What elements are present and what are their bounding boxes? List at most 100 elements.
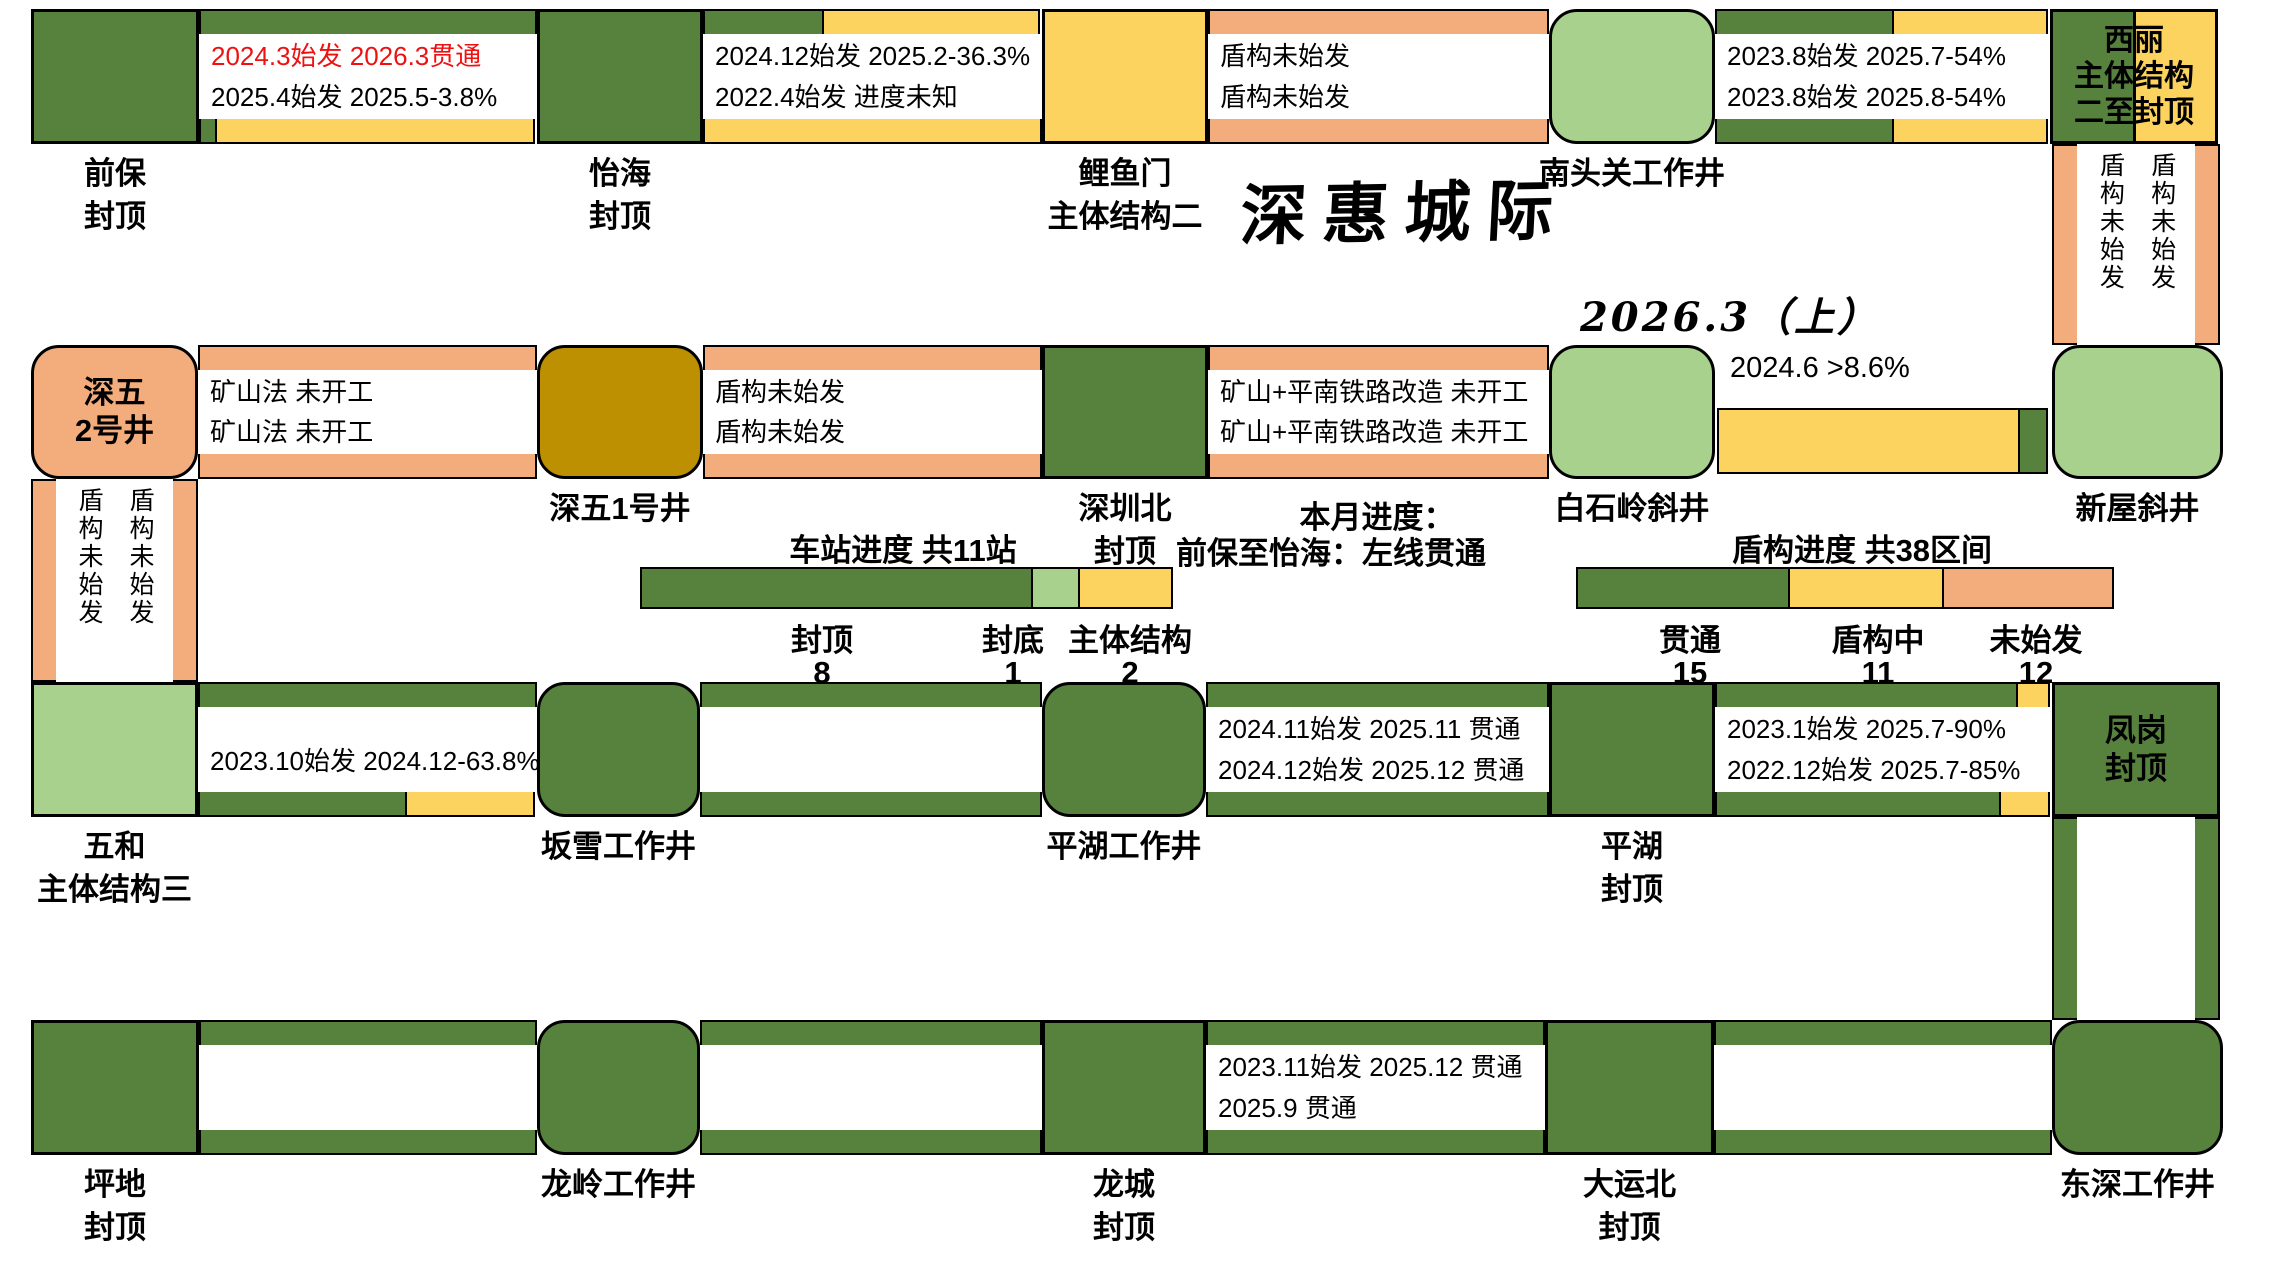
segment-liyumen-nantouguan-top-strip — [1208, 9, 1549, 36]
segment-shenzhenbei-baishiling-bottom-strip-piece — [1208, 452, 1549, 479]
segment-nantouguan-xili-text-line: 2023.8始发 2025.8-54% — [1727, 81, 2006, 112]
node-xinwu-label-line: 新屋斜井 — [2075, 491, 2200, 526]
segment-shenwu1-shenzhenbei-textbox: 盾构未始发盾构未始发 — [703, 370, 1042, 454]
node-qianbao — [31, 9, 199, 144]
legend-shield-progress-item-label: 盾构中 — [1831, 623, 1925, 658]
segment-baishiling-xinwu-bar-piece — [2018, 408, 2048, 474]
node-liyumen-label-line: 鲤鱼门 — [1078, 156, 1172, 191]
segment-longling-longcheng-top-strip-piece — [700, 1020, 1042, 1047]
segment-wuhe-banxue-bottom-strip-piece — [405, 790, 535, 817]
segment-pinghu-shaft-pinghu-text-line: 2024.11始发 2025.11 贯通 — [1218, 714, 1521, 745]
segment-shenzhenbei-baishiling-text-line: 矿山+平南铁路改造 未开工 — [1220, 417, 1529, 447]
segment-yihai-liyumen-bottom-strip — [703, 117, 1042, 144]
node-shenwu1-label-line: 深五1号井 — [549, 491, 691, 526]
segment-banxue-pinghu-shaft-bottom-strip — [700, 790, 1042, 817]
node-pingdi-label-line: 坪地 — [84, 1167, 146, 1202]
node-wuhe-label-line: 五和 — [83, 829, 146, 864]
node-fenggang-inside-line: 封顶 — [2105, 750, 2167, 786]
segment-longcheng-dayunbei-top-strip-piece — [1206, 1020, 1545, 1047]
legend-shield-progress-item-value: 12 — [2018, 655, 2054, 690]
segment-longling-longcheng-top-strip — [700, 1020, 1042, 1047]
node-dongshen-label: 东深工作井 — [1958, 1163, 2281, 1206]
segment-liyumen-nantouguan-bottom-strip-piece — [1208, 117, 1549, 144]
legend-station-progress-item-label: 封顶 — [791, 623, 853, 658]
segment-yihai-liyumen-bottom-strip-piece — [703, 117, 1042, 144]
segment-fenggang-dongshen-left-strip — [2052, 817, 2079, 1020]
node-shenwu2-inside-line: 深五 — [83, 375, 146, 410]
legend-station-progress-title: 车站进度 共11站 — [789, 533, 1017, 568]
segment-wuhe-banxue-bottom-strip — [198, 790, 537, 817]
node-liyumen — [1042, 9, 1208, 144]
node-yihai-label-line: 怡海 — [589, 156, 651, 191]
node-shenwu1 — [537, 345, 703, 479]
node-shenwu2 — [31, 345, 198, 479]
segment-pinghu-shaft-pinghu-top-strip-piece — [1206, 682, 1549, 709]
node-yihai — [537, 9, 703, 144]
node-shenzhenbei-label: 深圳北封顶 — [945, 487, 1305, 573]
segment-xili-xinwu-left-strip — [2052, 144, 2079, 345]
node-fenggang — [2052, 682, 2220, 817]
segment-yihai-liyumen-top-strip-piece — [822, 9, 1040, 36]
segment-wuhe-banxue-top-strip-piece — [198, 682, 537, 709]
legend-station-progress-item-label: 主体结构 — [1068, 623, 1192, 658]
segment-shenwu1-shenzhenbei-top-strip — [703, 345, 1042, 372]
node-pinghu — [1549, 682, 1715, 817]
segment-pinghu-fenggang-text-line: 2023.1始发 2025.7-90% — [1727, 714, 2006, 745]
segment-shenwu2-wuhe-right-strip — [171, 479, 198, 682]
node-shenzhenbei-label-line: 深圳北 — [1078, 491, 1172, 526]
node-yihai-label-line: 封顶 — [589, 199, 651, 234]
node-wuhe-label-line: 主体结构三 — [37, 872, 192, 907]
node-shenwu1-label: 深五1号井 — [440, 487, 800, 530]
node-yihai-label: 怡海封顶 — [440, 152, 800, 238]
segment-pinghu-fenggang-bottom-strip-piece — [1999, 790, 2050, 817]
legend-station-progress-bar-piece — [1078, 567, 1173, 609]
segment-pingdi-longling-top-strip — [199, 1020, 537, 1047]
segment-longcheng-dayunbei-bottom-strip — [1206, 1128, 1545, 1155]
segment-yihai-liyumen-textbox: 2024.12始发 2025.2-36.3%2022.4始发 进度未知 — [703, 34, 1042, 119]
segment-fenggang-dongshen-right-strip — [2193, 817, 2220, 1020]
node-xili-inside-line: 西丽 — [2104, 23, 2164, 57]
node-fenggang-inside-line: 凤岗 — [2105, 712, 2167, 748]
node-longling — [537, 1020, 700, 1155]
legend-shield-progress-item-label: 贯通 — [1659, 623, 1721, 658]
segment-liyumen-nantouguan-textbox: 盾构未始发盾构未始发 — [1208, 34, 1549, 119]
node-xinwu — [2052, 345, 2223, 479]
node-nantouguan-label-line: 南头关工作井 — [1539, 156, 1725, 191]
node-pinghu-shaft — [1042, 682, 1206, 817]
segment-liyumen-nantouguan-text-line: 盾构未始发 — [1220, 41, 1351, 72]
legend-station-progress-bar-piece — [640, 567, 1033, 609]
legend-shield-progress-title: 盾构进度 共38区间 — [1731, 533, 1993, 568]
node-longling-label-line: 龙岭工作井 — [541, 1167, 696, 1202]
segment-dayunbei-dongshen-bottom-strip — [1714, 1128, 2052, 1155]
segment-qianbao-yihai-top-strip-piece — [199, 9, 537, 36]
segment-shenzhenbei-baishiling-textbox: 矿山+平南铁路改造 未开工矿山+平南铁路改造 未开工 — [1208, 370, 1549, 454]
segment-pinghu-shaft-pinghu-top-strip — [1206, 682, 1549, 709]
segment-banxue-pinghu-shaft-textbox — [700, 707, 1042, 792]
segment-longling-longcheng-bottom-strip-piece — [700, 1128, 1042, 1155]
legend-station-progress-bar — [640, 567, 1177, 609]
segment-xili-xinwu-right-strip — [2193, 144, 2220, 345]
segment-baishiling-xinwu-bar — [1717, 408, 2050, 474]
node-dayunbei-label: 大运北封顶 — [1450, 1163, 1810, 1249]
segment-longcheng-dayunbei-top-strip — [1206, 1020, 1545, 1047]
segment-wuhe-banxue-text-line: 2023.10始发 2024.12-63.8% — [210, 746, 537, 777]
monthly-progress-detail: 前保至怡海：左线贯通 — [1176, 536, 1486, 571]
segment-dayunbei-dongshen-top-strip-piece — [1714, 1020, 2052, 1047]
segment-shenwu1-shenzhenbei-bottom-strip — [703, 452, 1042, 479]
segment-pinghu-fenggang-bottom-strip — [1715, 790, 2052, 817]
node-liyumen-label-line: 主体结构二 — [1047, 199, 1203, 234]
segment-shenwu2-shenwu1-top-strip-piece — [198, 345, 537, 372]
segment-yihai-liyumen-top-strip-piece — [703, 9, 824, 36]
node-longcheng-label-line: 封顶 — [1093, 1210, 1155, 1245]
segment-longcheng-dayunbei-bottom-strip-piece — [1206, 1128, 1545, 1155]
segment-wuhe-banxue-bottom-strip-piece — [198, 790, 407, 817]
segment-liyumen-nantouguan-top-strip-piece — [1208, 9, 1549, 36]
node-xinwu-label: 新屋斜井 — [1958, 487, 2281, 530]
node-xili-half-1 — [2132, 9, 2218, 144]
legend-shield-progress-item-value: 11 — [1861, 655, 1895, 690]
segment-qianbao-yihai-bottom-strip-piece — [215, 117, 535, 144]
segment-pinghu-fenggang-textbox: 2023.1始发 2025.7-90%2022.12始发 2025.7-85% — [1715, 707, 2052, 792]
node-dayunbei-label-line: 封顶 — [1598, 1210, 1661, 1245]
